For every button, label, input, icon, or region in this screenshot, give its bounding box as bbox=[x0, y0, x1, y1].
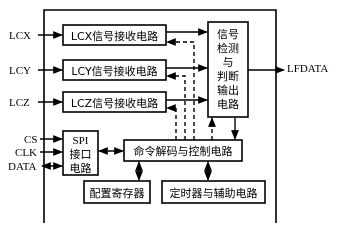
block-diagram: LCX信号接收电路 LCY信号接收电路 LCZ信号接收电路 信号 检测 与 判断… bbox=[8, 9, 328, 223]
spi-line-2: 接口 bbox=[70, 148, 92, 161]
spi-line-3: 电路 bbox=[70, 162, 92, 175]
control-to-lcz-dashed bbox=[166, 104, 177, 140]
detect-line-5: 输出 bbox=[217, 83, 239, 97]
config-register-box bbox=[83, 180, 151, 204]
command-decode-label: 命令解码与控制电路 bbox=[134, 144, 233, 158]
detect-line-4: 判断 bbox=[217, 69, 239, 83]
chip-boundary bbox=[43, 9, 277, 223]
lcy-receiver-label: LCY信号接收电路 bbox=[71, 64, 157, 78]
config-register-label: 配置寄存器 bbox=[90, 186, 145, 200]
detect-line-1: 信号 bbox=[217, 28, 239, 41]
lcx-receiver-label: LCX信号接收电路 bbox=[71, 29, 158, 43]
command-decode-box bbox=[123, 139, 243, 162]
detect-line-3: 与 bbox=[223, 56, 234, 69]
pin-clk-label: CLK bbox=[15, 147, 37, 159]
detect-line-6: 电路 bbox=[217, 98, 239, 111]
pin-lcx-label: LCX bbox=[9, 30, 31, 42]
lcx-receiver-box bbox=[62, 24, 167, 46]
spi-interface-box bbox=[62, 130, 99, 176]
pin-lcy-label: LCY bbox=[9, 65, 31, 77]
control-to-lcy-dashed bbox=[166, 72, 186, 140]
pin-cs-label: CS bbox=[24, 134, 37, 146]
timer-aux-label: 定时器与辅助电路 bbox=[170, 186, 258, 200]
detect-line-2: 检测 bbox=[217, 41, 239, 55]
timer-aux-box bbox=[161, 180, 266, 204]
pin-lcz-label: LCZ bbox=[9, 97, 30, 109]
lcy-receiver-box bbox=[62, 59, 167, 81]
control-to-lcx-dashed bbox=[166, 38, 195, 140]
lcz-receiver-box bbox=[62, 91, 167, 113]
lcz-receiver-label: LCZ信号接收电路 bbox=[71, 96, 158, 110]
spi-line-1: SPI bbox=[73, 135, 89, 147]
output-lfdata-label: LFDATA bbox=[287, 63, 328, 75]
pin-data-label: DATA bbox=[8, 161, 37, 173]
